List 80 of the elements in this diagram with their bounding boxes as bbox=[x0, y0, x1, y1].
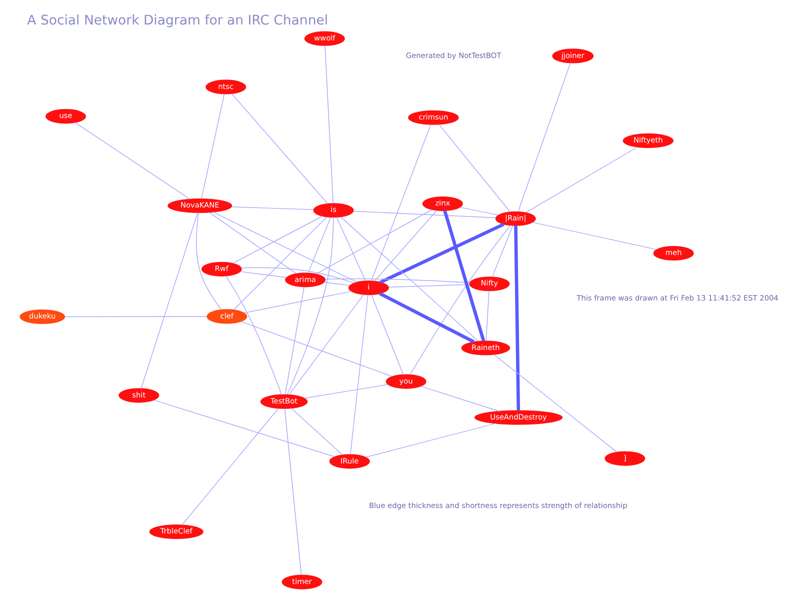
node-ellipse: timer bbox=[281, 574, 322, 590]
connector bbox=[514, 225, 520, 411]
connector bbox=[239, 271, 286, 278]
connector bbox=[370, 294, 404, 376]
connector bbox=[324, 278, 470, 284]
connector bbox=[442, 210, 485, 342]
diagram-title: A Social Network Diagram for an IRC Channel bbox=[26, 14, 328, 29]
connector bbox=[324, 45, 334, 204]
connector bbox=[284, 286, 304, 396]
connector bbox=[370, 124, 431, 282]
connector bbox=[225, 276, 282, 396]
node-ellipse: ntsc bbox=[205, 80, 246, 94]
node-ellipse: shit bbox=[118, 388, 159, 403]
node-ellipse: UseAndDestroy bbox=[474, 410, 562, 425]
connector bbox=[438, 124, 510, 212]
connector bbox=[152, 400, 335, 458]
connector bbox=[307, 216, 331, 274]
connector bbox=[491, 225, 513, 278]
connector bbox=[525, 146, 638, 213]
node-ellipse: IRule bbox=[328, 454, 370, 469]
node-ellipse: clef bbox=[206, 309, 247, 324]
connector bbox=[232, 216, 322, 264]
node-ellipse: Raineth bbox=[460, 340, 510, 356]
connector bbox=[230, 93, 328, 204]
node-ellipse: Nifty bbox=[468, 276, 510, 292]
connector bbox=[181, 408, 278, 526]
connector bbox=[286, 216, 334, 396]
connector bbox=[74, 122, 190, 200]
connector bbox=[336, 216, 366, 282]
connector bbox=[517, 62, 570, 212]
connector bbox=[290, 408, 342, 456]
node-ellipse: NovaKANE bbox=[167, 198, 232, 214]
connector bbox=[352, 210, 496, 218]
connector bbox=[304, 384, 388, 399]
connector bbox=[388, 284, 470, 288]
connector bbox=[196, 212, 222, 310]
node-ellipse: TrbleClef bbox=[148, 524, 203, 540]
connector bbox=[288, 294, 364, 396]
node-ellipse: wwolf bbox=[304, 31, 344, 46]
node-ellipse: crimsun bbox=[408, 110, 458, 125]
node-ellipse: dukeku bbox=[19, 309, 65, 324]
label: This frame was drawn at Fri Feb 13 11:41:52 EST 2004 bbox=[576, 293, 778, 302]
connector bbox=[230, 206, 314, 210]
connector bbox=[200, 93, 224, 200]
connector bbox=[350, 294, 368, 455]
node-ellipse: meh bbox=[652, 246, 694, 261]
connector bbox=[140, 212, 198, 390]
node-ellipse: |Rain| bbox=[494, 211, 536, 226]
connector bbox=[212, 212, 357, 283]
label: Blue edge thickness and shortness represents strength of relationship bbox=[368, 501, 627, 510]
connector bbox=[284, 408, 302, 576]
connector bbox=[379, 222, 504, 284]
node-ellipse: use bbox=[45, 109, 86, 124]
connector bbox=[208, 212, 296, 274]
connector bbox=[240, 321, 392, 377]
node-ellipse: i bbox=[348, 280, 388, 296]
node-ellipse: is bbox=[312, 203, 354, 218]
node-ellipse: TestBot bbox=[260, 394, 308, 409]
connector bbox=[64, 316, 207, 318]
node-ellipse: jjoiner bbox=[552, 48, 594, 64]
node-ellipse: Niftyeth bbox=[622, 133, 673, 148]
connector bbox=[532, 222, 657, 250]
connector bbox=[485, 290, 489, 342]
connector bbox=[364, 422, 496, 458]
connector bbox=[240, 267, 354, 284]
connector bbox=[340, 216, 478, 342]
node-ellipse: arima bbox=[284, 272, 326, 288]
node-ellipse: ] bbox=[604, 451, 645, 466]
connector bbox=[323, 282, 350, 286]
connector bbox=[374, 210, 437, 282]
connector bbox=[315, 209, 432, 274]
connector bbox=[378, 292, 474, 344]
connector bbox=[459, 206, 498, 216]
label: Generated by NotTestBOT bbox=[405, 50, 501, 60]
connector bbox=[492, 354, 617, 452]
node-ellipse: you bbox=[385, 374, 426, 389]
node-ellipse: zinx bbox=[422, 196, 462, 212]
connector bbox=[243, 290, 352, 314]
node-ellipse: Rwf bbox=[200, 262, 242, 276]
connector bbox=[420, 386, 500, 412]
